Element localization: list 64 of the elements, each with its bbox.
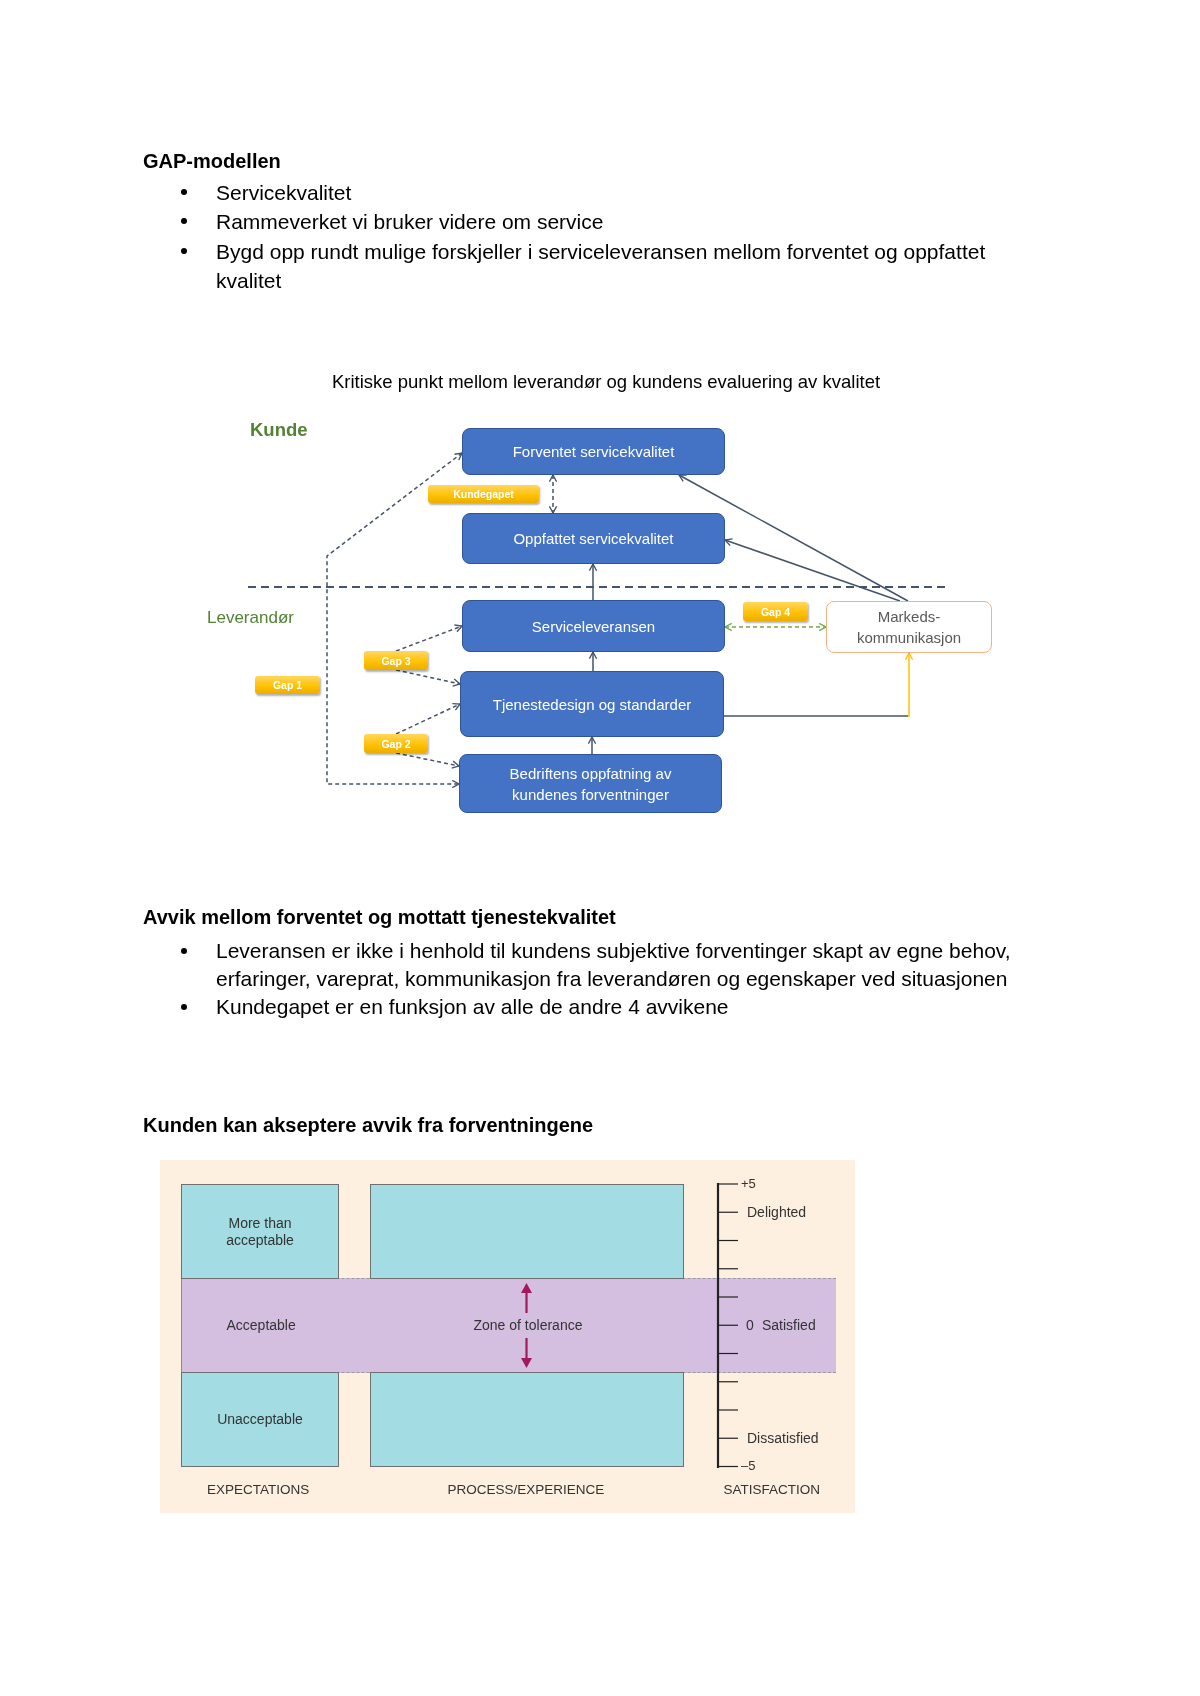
gap-badge (428, 485, 539, 503)
badge-text: Gap 2 (381, 737, 411, 750)
scale-box (181, 1372, 339, 1467)
arrow (395, 702, 461, 735)
section-heading: Kunden kan akseptere avvik fra forventningene (143, 1113, 594, 1138)
arrow (724, 538, 901, 602)
gap-badge (255, 676, 320, 694)
gap-badge (743, 602, 808, 621)
box-text: Markeds- kommunikasjon (855, 607, 963, 648)
arrow (395, 752, 460, 769)
zone-label: Leverandør (207, 607, 294, 629)
scale-label: Satisfied (762, 1317, 816, 1333)
axis-title: PROCESS/EXPERIENCE (447, 1482, 605, 1498)
scale-box (181, 1184, 339, 1279)
process-box (462, 513, 725, 564)
double-arrow (326, 452, 463, 789)
process-box (826, 601, 992, 653)
box-text: Bedriftens oppfatning av kundenes forventninger (508, 763, 673, 805)
tolerance-band (181, 1278, 836, 1373)
empty-box (370, 1184, 684, 1279)
badge-text: Gap 4 (760, 605, 791, 618)
band-text: Acceptable (226, 1317, 296, 1334)
box-text: Tjenestedesign og standarder (492, 694, 692, 715)
arrow (678, 474, 909, 602)
zone-label: Kunde (250, 419, 308, 441)
axis-title: SATISFACTION (723, 1482, 820, 1498)
process-box (460, 671, 724, 737)
scale-label: –5 (741, 1458, 756, 1474)
box-text: Serviceleveransen (531, 616, 656, 637)
double-arrow (724, 622, 827, 632)
process-box (462, 428, 725, 475)
arrow (395, 669, 461, 687)
scale-label: +5 (741, 1176, 756, 1192)
bullet-text: Kundegapet er en funksjon av alle de andre 4 avvikene (216, 994, 729, 1020)
scale-label: Dissatisfied (747, 1430, 819, 1446)
badge-text: Gap 3 (381, 654, 411, 667)
box-text: Oppfattet servicekvalitet (513, 529, 674, 549)
process-box (462, 600, 725, 652)
page-heading: GAP-modellen (143, 149, 281, 174)
scale-label: 0 (746, 1317, 754, 1333)
arrow (723, 652, 914, 717)
bullet-text: Rammeverket vi bruker videre om service (216, 209, 604, 235)
arrow (395, 624, 463, 652)
bullet-text: Servicekvalitet (216, 180, 352, 206)
arrow (588, 651, 598, 672)
double-arrow (548, 474, 558, 514)
diagram-title: Kritiske punkt mellom leverandør og kundens evaluering av kvalitet (332, 371, 881, 393)
axis-title: EXPECTATIONS (207, 1482, 310, 1498)
badge-text: Kundegapet (453, 488, 514, 500)
gap-badge (364, 734, 428, 753)
arrow (587, 736, 597, 755)
band-text: Zone of tolerance (473, 1317, 583, 1334)
scale-label: Delighted (747, 1204, 807, 1220)
empty-box (370, 1372, 684, 1467)
badge-text: Gap 1 (272, 679, 303, 691)
box-text: More than acceptable (225, 1214, 295, 1249)
box-text: Unacceptable (217, 1411, 303, 1428)
process-box (459, 754, 722, 813)
section-heading: Avvik mellom forventet og mottatt tjenestekvalitet (143, 905, 616, 930)
gap-badge (364, 651, 428, 670)
bullet-text: Leveransen er ikke i henhold til kundens subjektive forventinger skapt av egne behov, erfaringer, vareprat, kommunikasjon fra leverandøren og egenskaper ved situasjonen (216, 938, 1012, 992)
arrow (588, 563, 598, 601)
box-text: Forventet servicekvalitet (512, 442, 675, 462)
bullet-text: Bygd opp rundt mulige forskjeller i serviceleveransen mellom forventet og oppfattet kvalitet (216, 239, 987, 294)
